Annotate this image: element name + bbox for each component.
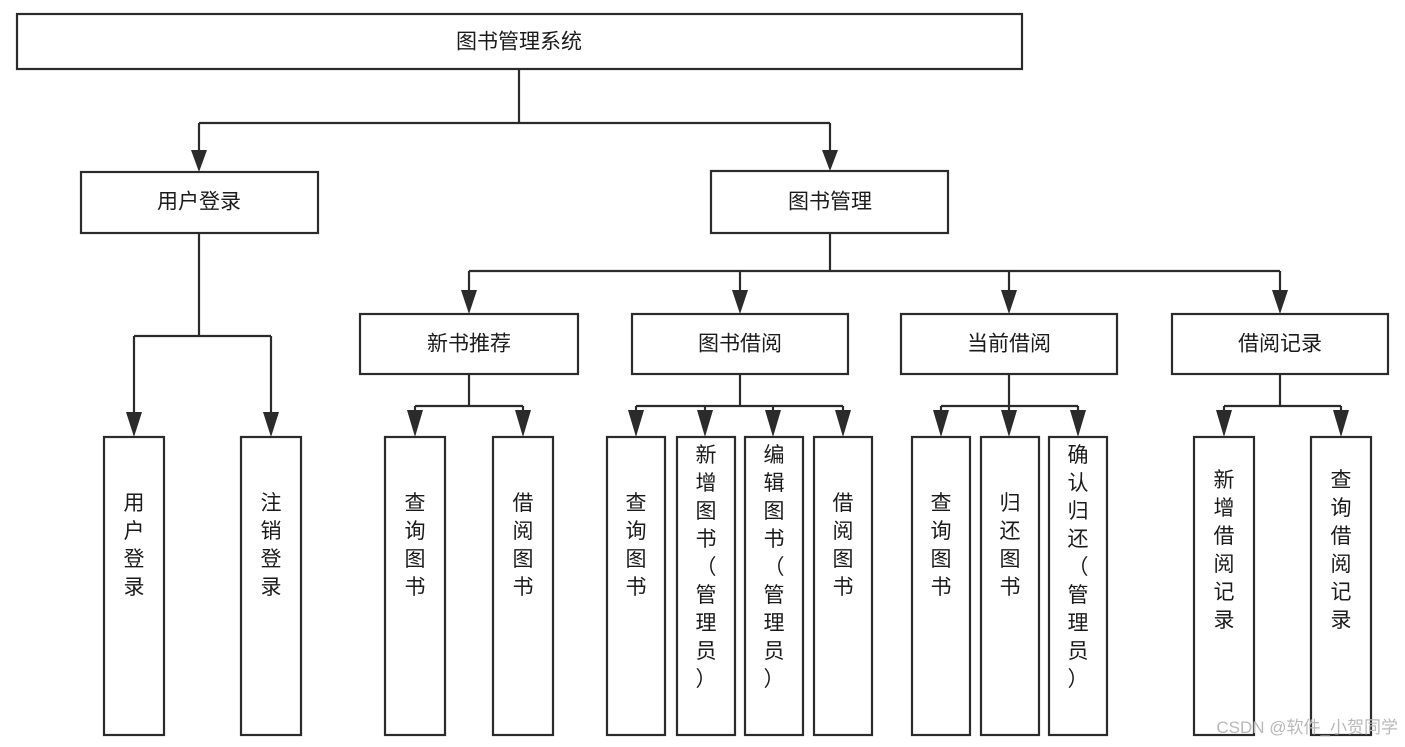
leaf-current-borrow-1[interactable]: 查询图书 [910, 435, 972, 737]
leaf-borrow-record-1-box[interactable] [1192, 435, 1256, 737]
leaf-borrow-record-2[interactable]: 查询借阅记录 [1309, 435, 1373, 737]
leaf-book-borrow-3[interactable]: 编辑图书（管理员） [743, 435, 805, 737]
node-book-borrow-label: 图书借阅 [698, 333, 782, 356]
leaf-new-book-1[interactable]: 查询图书 [383, 435, 447, 737]
arrow-head-user-login [191, 150, 207, 172]
node-current-borrow-box[interactable] [899, 312, 1119, 376]
leaf-borrow-record-1-label: 新增借阅记录 [1214, 469, 1235, 632]
node-new-book-label: 新书推荐 [427, 333, 511, 356]
leaf-new-book-2-box[interactable] [491, 435, 555, 737]
arrow-head-leaf-current-borrow-3 [1070, 410, 1086, 437]
leaf-book-borrow-4-box[interactable] [812, 435, 874, 737]
leaf-new-book-2-label: 借阅图书 [513, 492, 534, 599]
arrow-head-leaf-borrow-record-2 [1333, 410, 1349, 437]
leaf-user-login-1-label: 用户登录 [124, 492, 145, 599]
arrow-head-leaf-user-login-2 [263, 412, 279, 437]
arrow-head-leaf-borrow-record-1 [1216, 410, 1232, 437]
leaf-user-login-1-box[interactable] [102, 435, 166, 737]
leaf-current-borrow-2-box[interactable] [979, 435, 1041, 737]
leaf-current-borrow-3-box[interactable] [1047, 435, 1109, 737]
leaf-borrow-record-2-box[interactable] [1309, 435, 1373, 737]
arrow-head-leaf-book-borrow-1 [628, 410, 644, 437]
csdn-watermark: CSDN @软件_小贺同学 [1216, 718, 1398, 737]
leaf-borrow-record-2-label: 查询借阅记录 [1331, 469, 1352, 632]
arrow-head-leaf-current-borrow-2 [1001, 410, 1017, 437]
leaf-book-borrow-1[interactable]: 查询图书 [605, 435, 667, 737]
node-current-borrow-label: 当前借阅 [967, 333, 1051, 356]
node-new-book[interactable]: 新书推荐 [358, 312, 580, 376]
node-book-manage-label: 图书管理 [788, 191, 872, 214]
node-current-borrow[interactable]: 当前借阅 [899, 312, 1119, 376]
leaf-user-login-2[interactable]: 注销登录 [239, 435, 303, 737]
arrow-head-leaf-book-borrow-4 [835, 410, 851, 437]
leaf-borrow-record-1[interactable]: 新增借阅记录 [1192, 435, 1256, 737]
leaf-user-login-2-label: 注销登录 [261, 492, 282, 599]
arrow-head-leaf-new-book-2 [515, 410, 531, 437]
arrow-head-leaf-current-borrow-1 [933, 410, 949, 437]
node-book-borrow[interactable]: 图书借阅 [630, 312, 850, 376]
node-user-login[interactable]: 用户登录 [79, 170, 320, 235]
leaf-current-borrow-2[interactable]: 归还图书 [979, 435, 1041, 737]
leaf-current-borrow-2-label: 归还图书 [1000, 492, 1021, 599]
leaf-book-borrow-1-label: 查询图书 [626, 492, 647, 599]
node-book-manage[interactable]: 图书管理 [709, 169, 950, 235]
arrow-head-borrow-record [1272, 290, 1288, 314]
node-root[interactable]: 图书管理系统 [15, 12, 1024, 71]
node-borrow-record-box[interactable] [1170, 312, 1390, 376]
arrow-head-current-borrow [1001, 290, 1017, 314]
leaf-new-book-2[interactable]: 借阅图书 [491, 435, 555, 737]
node-borrow-record-label: 借阅记录 [1238, 333, 1322, 356]
node-user-login-label: 用户登录 [157, 191, 241, 214]
node-borrow-record[interactable]: 借阅记录 [1170, 312, 1390, 376]
node-root-label: 图书管理系统 [456, 31, 582, 54]
leaf-current-borrow-1-label: 查询图书 [931, 492, 952, 599]
leaf-book-borrow-3-label: 编辑图书（管理员） [764, 444, 785, 691]
node-new-book-box[interactable] [358, 312, 580, 376]
leaf-book-borrow-2[interactable]: 新增图书（管理员） [675, 435, 737, 737]
leaf-user-login-1[interactable]: 用户登录 [102, 435, 166, 737]
node-user-login-box[interactable] [79, 170, 320, 235]
leaf-book-borrow-4[interactable]: 借阅图书 [812, 435, 874, 737]
leaf-new-book-1-box[interactable] [383, 435, 447, 737]
arrow-head-new-book [461, 290, 477, 314]
node-book-manage-box[interactable] [709, 169, 950, 235]
connector-layer [126, 69, 1349, 437]
leaf-book-borrow-2-label: 新增图书（管理员） [696, 444, 717, 691]
node-root-box[interactable] [15, 12, 1024, 71]
leaf-new-book-1-label: 查询图书 [405, 492, 426, 599]
leaf-current-borrow-3[interactable]: 确认归还（管理员） [1047, 435, 1109, 737]
arrow-head-leaf-user-login-1 [126, 412, 142, 437]
arrow-head-book-borrow [732, 290, 748, 314]
arrow-head-leaf-new-book-1 [407, 410, 423, 437]
leaf-current-borrow-3-label: 确认归还（管理员） [1068, 444, 1089, 691]
arrow-head-leaf-book-borrow-2 [697, 410, 713, 437]
leaf-current-borrow-1-box[interactable] [910, 435, 972, 737]
leaf-book-borrow-1-box[interactable] [605, 435, 667, 737]
arrow-head-book-manage [822, 150, 838, 171]
leaf-book-borrow-3-box[interactable] [743, 435, 805, 737]
leaf-user-login-2-box[interactable] [239, 435, 303, 737]
node-book-borrow-box[interactable] [630, 312, 850, 376]
arrow-head-leaf-book-borrow-3 [765, 410, 781, 437]
leaf-book-borrow-2-box[interactable] [675, 435, 737, 737]
leaf-book-borrow-4-label: 借阅图书 [833, 492, 854, 599]
